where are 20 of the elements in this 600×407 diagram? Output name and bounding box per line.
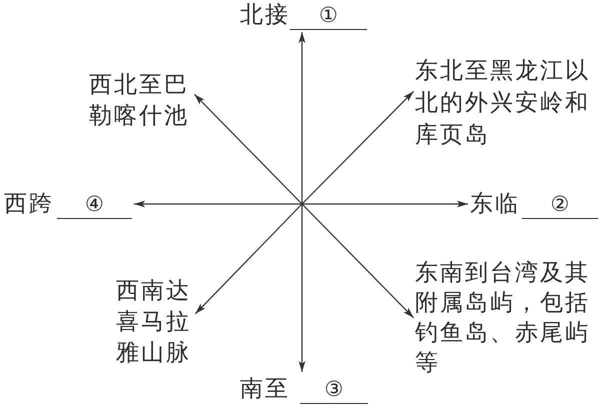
direction-label: 东临 — [470, 190, 520, 219]
direction-label: 南至 — [240, 375, 290, 404]
description-text: 西南达喜马拉雅山脉 — [116, 276, 194, 369]
fill-in-line: ② — [522, 190, 598, 219]
arrow — [194, 204, 302, 314]
description-text: 西北至巴勒喀什池 — [89, 70, 193, 132]
direction-label: 西跨 — [4, 190, 54, 219]
arrow — [194, 94, 302, 204]
arrow — [302, 200, 468, 208]
description-text: 东北至黑龙江以北的外兴安岭和库页岛 — [415, 55, 595, 151]
arrow — [298, 32, 306, 204]
fill-in-line: ④ — [57, 190, 132, 219]
arrow — [302, 90, 414, 204]
direction-label: 北接 — [240, 1, 290, 30]
arrow — [134, 200, 302, 208]
arrow — [302, 204, 414, 318]
fill-in-line: ① — [290, 1, 367, 30]
fill-in-line: ③ — [300, 375, 368, 404]
description-text: 东南到台湾及其附属岛屿，包括钓鱼岛、赤尾屿等 — [415, 258, 595, 378]
arrow — [298, 204, 306, 372]
